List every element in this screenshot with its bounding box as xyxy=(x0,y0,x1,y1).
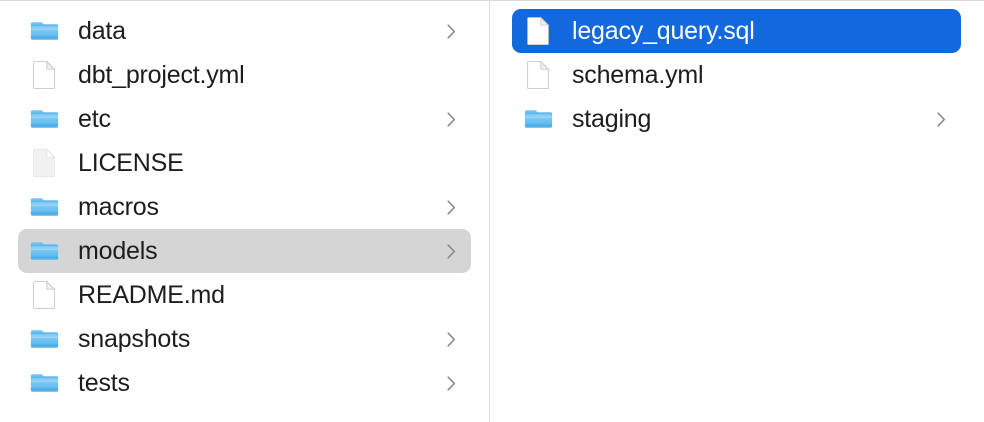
document-icon xyxy=(30,279,59,311)
folder-icon xyxy=(30,103,59,135)
folder-row[interactable]: staging xyxy=(512,97,961,141)
folder-icon xyxy=(30,323,59,355)
item-label: LICENSE xyxy=(78,149,184,177)
document-icon xyxy=(524,15,553,47)
chevron-right-icon xyxy=(445,21,457,41)
file-row[interactable]: README.md xyxy=(18,273,471,317)
item-label: schema.yml xyxy=(572,61,704,89)
folder-icon xyxy=(30,15,59,47)
folder-icon xyxy=(30,367,59,399)
item-label: models xyxy=(78,237,158,265)
file-row[interactable]: LICENSE xyxy=(18,141,471,185)
folder-icon xyxy=(524,103,553,135)
document-icon xyxy=(524,59,553,91)
chevron-right-icon xyxy=(935,109,947,129)
file-row[interactable]: schema.yml xyxy=(512,53,961,97)
folder-row[interactable]: models xyxy=(18,229,471,273)
chevron-right-icon xyxy=(445,373,457,393)
chevron-right-icon xyxy=(445,329,457,349)
folder-icon xyxy=(30,235,59,267)
chevron-right-icon xyxy=(445,109,457,129)
item-label: snapshots xyxy=(78,325,191,353)
folder-row[interactable]: snapshots xyxy=(18,317,471,361)
chevron-right-icon xyxy=(445,241,457,261)
plain-document-icon xyxy=(30,147,59,179)
item-label: README.md xyxy=(78,281,225,309)
item-label: macros xyxy=(78,193,159,221)
file-column-models: legacy_query.sql schema.yml xyxy=(490,1,983,422)
item-label: etc xyxy=(78,105,111,133)
item-label: dbt_project.yml xyxy=(78,61,245,89)
folder-icon xyxy=(30,191,59,223)
item-label: staging xyxy=(572,105,652,133)
folder-row[interactable]: data xyxy=(18,9,471,53)
chevron-right-icon xyxy=(445,197,457,217)
item-label: legacy_query.sql xyxy=(572,17,755,45)
file-row[interactable]: legacy_query.sql xyxy=(512,9,961,53)
file-row[interactable]: dbt_project.yml xyxy=(18,53,471,97)
item-label: data xyxy=(78,17,126,45)
folder-row[interactable]: tests xyxy=(18,361,471,405)
folder-row[interactable]: etc xyxy=(18,97,471,141)
document-icon xyxy=(30,59,59,91)
file-column-project: data dbt_project.yml e xyxy=(0,1,490,422)
item-label: tests xyxy=(78,369,130,397)
folder-row[interactable]: macros xyxy=(18,185,471,229)
